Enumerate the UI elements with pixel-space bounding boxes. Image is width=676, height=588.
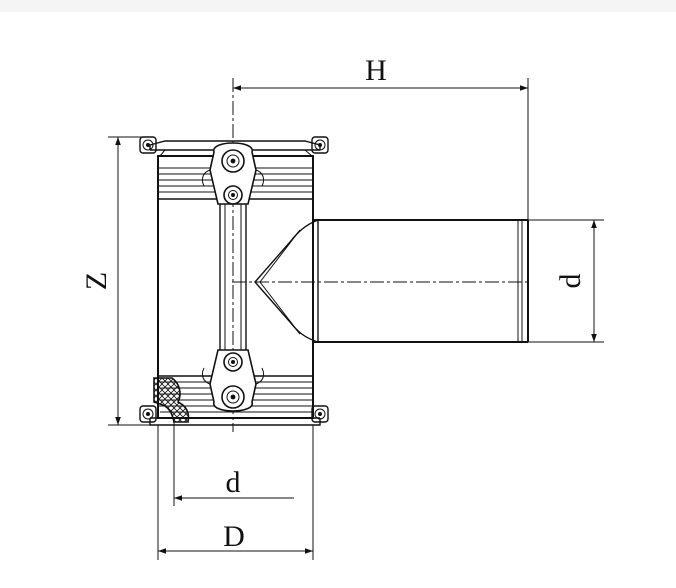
corner-bolt-bottom-left: [139, 405, 157, 423]
corner-bolt-top-right: [311, 136, 329, 154]
label-H: H: [365, 54, 387, 87]
corner-bolt-bottom-right: [311, 405, 329, 423]
clamp-lug-top: [201, 142, 265, 205]
dimension-H: [233, 78, 529, 220]
branch-pipe: [254, 219, 529, 343]
dimension-Z: [108, 136, 150, 426]
gasket-section-hatched: [153, 377, 190, 423]
clamp-lug-bottom: [201, 349, 265, 412]
clamp-tie-rod: [219, 200, 247, 352]
dimension-D: [157, 425, 314, 560]
label-d-branch: d: [554, 274, 587, 289]
label-d-bore: d: [226, 466, 241, 499]
label-D: D: [223, 520, 245, 553]
dimension-d-bore: [173, 422, 294, 506]
dimension-d-branch: [528, 219, 604, 343]
label-Z: Z: [80, 272, 113, 290]
top-strip: [0, 0, 676, 12]
